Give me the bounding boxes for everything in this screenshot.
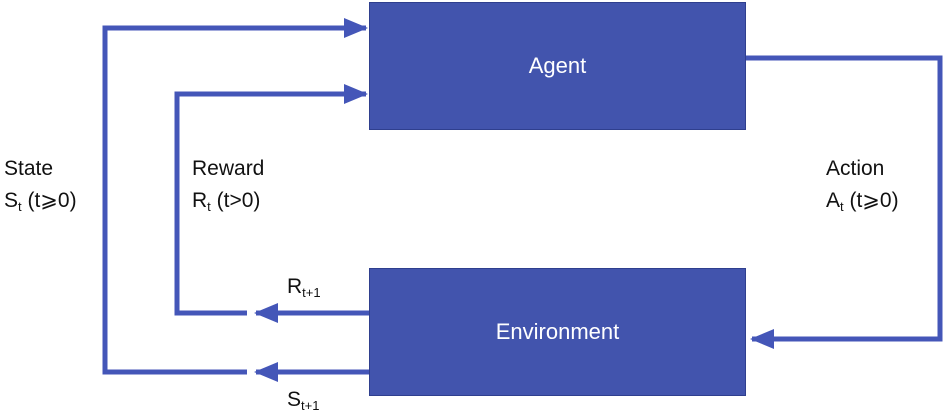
next-state-label: St+1 xyxy=(287,388,320,413)
agent-box: Agent xyxy=(369,2,746,130)
state-feedback-arrow xyxy=(102,18,368,375)
state-title: State xyxy=(4,157,54,180)
state-formula: St (t⩾0) xyxy=(4,189,77,214)
reward-feedback-arrow xyxy=(174,84,368,316)
reward-formula: Rt (t>0) xyxy=(192,189,261,214)
action-formula: At (t⩾0) xyxy=(826,189,899,214)
reward-title: Reward xyxy=(192,157,265,180)
agent-label: Agent xyxy=(528,53,587,78)
next-reward-label: Rt+1 xyxy=(287,275,321,300)
environment-label: Environment xyxy=(495,319,620,344)
state-label: State St (t⩾0) xyxy=(4,153,77,217)
environment-box: Environment xyxy=(369,268,746,396)
action-arrow xyxy=(746,55,943,349)
action-label: Action At (t⩾0) xyxy=(826,153,899,217)
reward-label: Reward Rt (t>0) xyxy=(192,153,264,217)
action-title: Action xyxy=(826,157,885,180)
